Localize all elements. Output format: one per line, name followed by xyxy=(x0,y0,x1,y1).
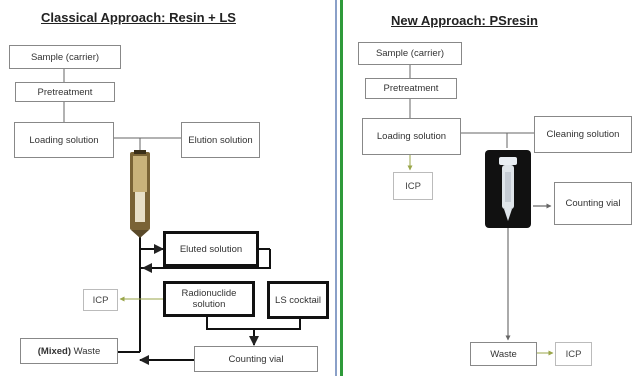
r-icp-top-box: ICP xyxy=(393,172,433,200)
loading-solution-box: Loading solution xyxy=(14,122,114,158)
radionuclide-solution-label: Radionuclide solution xyxy=(181,288,237,310)
eluted-solution-box: Eluted solution xyxy=(163,231,259,267)
counting-vial-label-left: Counting vial xyxy=(228,353,284,365)
r-sample-carrier-label: Sample (carrier) xyxy=(375,48,445,59)
right-panel-title: New Approach: PSresin xyxy=(391,13,538,28)
r-loading-solution-label: Loading solution xyxy=(376,131,447,142)
new-approach-panel: New Approach: PSresin xyxy=(341,0,641,376)
pretreatment-box: Pretreatment xyxy=(15,82,115,102)
icp-label-left: ICP xyxy=(92,294,109,306)
r-cleaning-solution-box: Cleaning solution xyxy=(534,116,632,153)
r-loading-solution-box: Loading solution xyxy=(362,118,461,155)
r-pretreatment-label: Pretreatment xyxy=(383,83,439,94)
radionuclide-solution-box: Radionuclide solution xyxy=(163,281,255,317)
ls-cocktail-box: LS cocktail xyxy=(267,281,329,319)
r-pretreatment-box: Pretreatment xyxy=(365,78,457,99)
sample-carrier-box: Sample (carrier) xyxy=(9,45,121,69)
r-cleaning-solution-label: Cleaning solution xyxy=(546,129,620,140)
r-counting-vial-box: Counting vial xyxy=(554,182,632,225)
loading-solution-label: Loading solution xyxy=(29,134,99,146)
elution-solution-label: Elution solution xyxy=(188,134,253,146)
left-panel-title: Classical Approach: Resin + LS xyxy=(41,10,236,25)
sample-carrier-label: Sample (carrier) xyxy=(30,51,100,63)
mixed-waste-label: Waste xyxy=(73,345,101,357)
counting-vial-box-left: Counting vial xyxy=(194,346,318,372)
elution-solution-box: Elution solution xyxy=(181,122,260,158)
icp-box-left: ICP xyxy=(83,289,118,311)
r-icp-bottom-label: ICP xyxy=(565,348,582,360)
mixed-waste-prefix: (Mixed) xyxy=(37,345,72,357)
mixed-waste-box: (Mixed) Waste xyxy=(20,338,118,364)
r-counting-vial-label: Counting vial xyxy=(565,198,621,209)
panel-divider-green xyxy=(340,0,343,376)
eluted-solution-label: Eluted solution xyxy=(179,243,243,255)
r-icp-bottom-box: ICP xyxy=(555,342,592,366)
r-waste-box: Waste xyxy=(470,342,537,366)
r-waste-label: Waste xyxy=(490,348,517,360)
pretreatment-label: Pretreatment xyxy=(37,86,93,98)
r-icp-top-label: ICP xyxy=(405,180,421,192)
r-sample-carrier-box: Sample (carrier) xyxy=(358,42,462,65)
ls-cocktail-label: LS cocktail xyxy=(275,294,321,306)
panel-divider-blue xyxy=(335,0,337,376)
classical-approach-panel: Classical Approach: Resin + LS Sample (c… xyxy=(9,10,329,372)
